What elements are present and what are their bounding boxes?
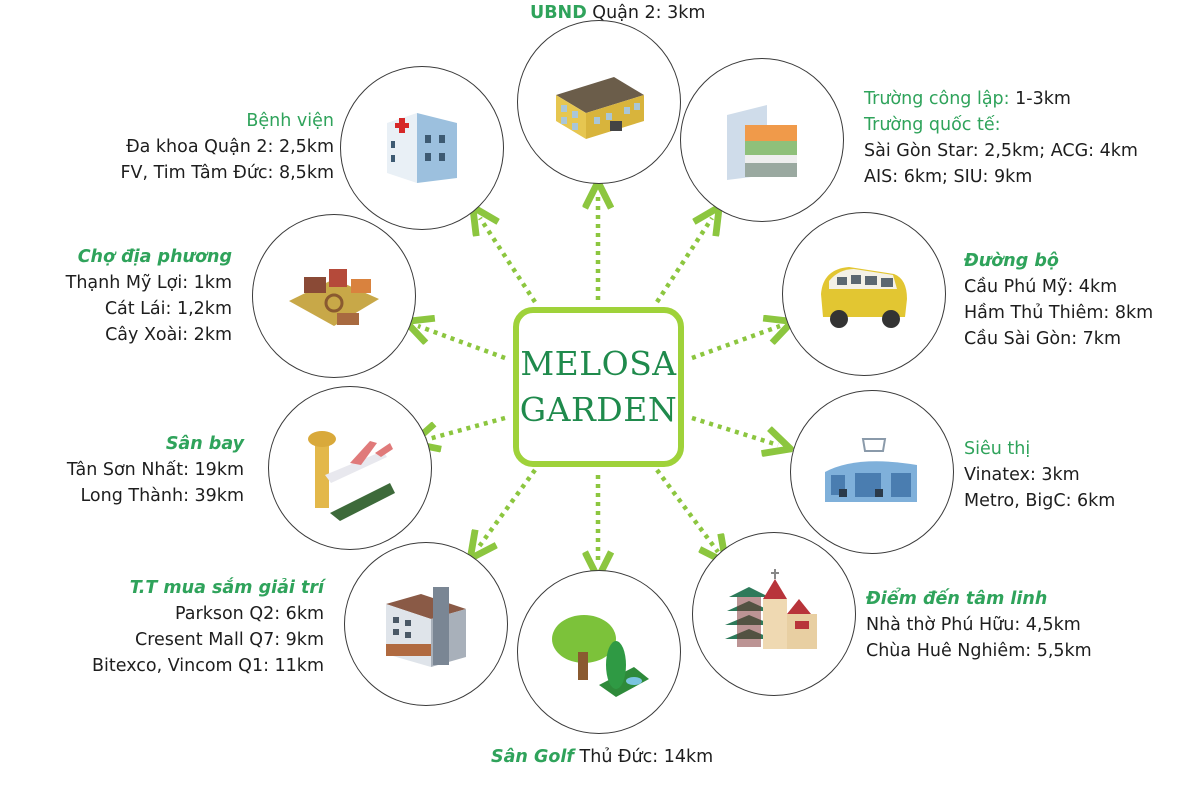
van-icon <box>821 267 907 328</box>
golf-tree-icon <box>552 615 649 697</box>
supermarket-title: Siêu thị <box>964 439 1031 459</box>
public-school-title: Trường công lập: <box>864 89 1010 109</box>
supermarket-label: Siêu thị Vinatex: 3km Metro, BigC: 6km <box>964 436 1115 514</box>
spiritual-line: Nhà thờ Phú Hữu: 4,5km <box>866 615 1081 635</box>
ubnd-circle <box>517 20 681 184</box>
supermarket-line: Metro, BigC: 6km <box>964 491 1116 511</box>
hospital-line: Đa khoa Quận 2: 2,5km <box>126 137 334 157</box>
project-name-box: MELOSA GARDEN <box>513 307 684 467</box>
government-building-icon <box>556 77 644 139</box>
market-label: Chợ địa phương Thạnh Mỹ Lợi: 1km Cát Lái… <box>66 244 232 348</box>
spiritual-title: Điểm đến tâm linh <box>866 589 1048 609</box>
airport-line: Long Thành: 39km <box>80 486 244 506</box>
hospital-line: FV, Tim Tâm Đức: 8,5km <box>120 163 334 183</box>
road-title: Đường bộ <box>964 251 1059 271</box>
market-title: Chợ địa phương <box>77 247 232 267</box>
supermarket-line: Vinatex: 3km <box>964 465 1080 485</box>
project-name-line1: MELOSA <box>520 344 677 383</box>
hospital-icon <box>387 113 457 183</box>
airport-title: Sân bay <box>165 434 244 454</box>
school-line: AIS: 6km; SIU: 9km <box>864 167 1033 187</box>
shopping-line: Cresent Mall Q7: 9km <box>135 630 324 650</box>
road-line: Cầu Sài Gòn: 7km <box>964 329 1121 349</box>
market-line: Cát Lái: 1,2km <box>104 299 232 319</box>
hospital-label: Bệnh viện Đa khoa Quận 2: 2,5km FV, Tim … <box>120 108 334 186</box>
airport-label: Sân bay Tân Sơn Nhất: 19km Long Thành: 3… <box>67 431 244 509</box>
international-school-title: Trường quốc tế: <box>864 115 1001 135</box>
school-label: Trường công lập: 1-3km Trường quốc tế: S… <box>864 86 1138 190</box>
school-books-icon <box>727 105 797 180</box>
airport-plane-icon <box>308 431 395 521</box>
road-line: Hầm Thủ Thiêm: 8km <box>964 303 1154 323</box>
spiritual-label: Điểm đến tâm linh Nhà thờ Phú Hữu: 4,5km… <box>866 586 1092 664</box>
market-line: Cây Xoài: 2km <box>105 325 232 345</box>
spiritual-circle <box>692 532 856 696</box>
road-label: Đường bộ Cầu Phú Mỹ: 4km Hầm Thủ Thiêm: … <box>964 248 1153 352</box>
public-school-distance: 1-3km <box>1009 89 1071 109</box>
golf-title: Sân Golf <box>491 747 574 767</box>
shopping-line: Parkson Q2: 6km <box>175 604 324 624</box>
airport-circle <box>268 386 432 550</box>
supermarket-circle <box>790 390 954 554</box>
shopping-label: T.T mua sắm giải trí Parkson Q2: 6km Cre… <box>92 575 324 679</box>
shopping-title: T.T mua sắm giải trí <box>129 578 324 598</box>
road-line: Cầu Phú Mỹ: 4km <box>964 277 1118 297</box>
golf-circle <box>517 570 681 734</box>
shopping-building-icon <box>386 587 466 667</box>
shopping-line: Bitexco, Vincom Q1: 11km <box>92 656 324 676</box>
market-line: Thạnh Mỹ Lợi: 1km <box>65 273 232 293</box>
shopping-circle <box>344 542 508 706</box>
ubnd-title: UBND <box>530 3 587 23</box>
market-icon <box>289 269 379 326</box>
supermarket-cart-icon <box>825 438 917 502</box>
golf-distance: Thủ Đức: 14km <box>573 747 714 767</box>
hospital-circle <box>340 66 504 230</box>
airport-line: Tân Sơn Nhất: 19km <box>66 460 244 480</box>
project-name-line2: GARDEN <box>519 390 678 429</box>
market-circle <box>252 214 416 378</box>
hospital-title: Bệnh viện <box>246 111 334 131</box>
road-circle <box>782 212 946 376</box>
golf-label: Sân Golf Thủ Đức: 14km <box>491 744 713 770</box>
church-pagoda-icon <box>725 569 817 649</box>
school-circle <box>680 58 844 222</box>
school-line: Sài Gòn Star: 2,5km; ACG: 4km <box>864 141 1138 161</box>
ubnd-label: UBND Quận 2: 3km <box>530 0 705 26</box>
spiritual-line: Chùa Huê Nghiêm: 5,5km <box>866 641 1092 661</box>
ubnd-distance: Quận 2: 3km <box>586 3 706 23</box>
